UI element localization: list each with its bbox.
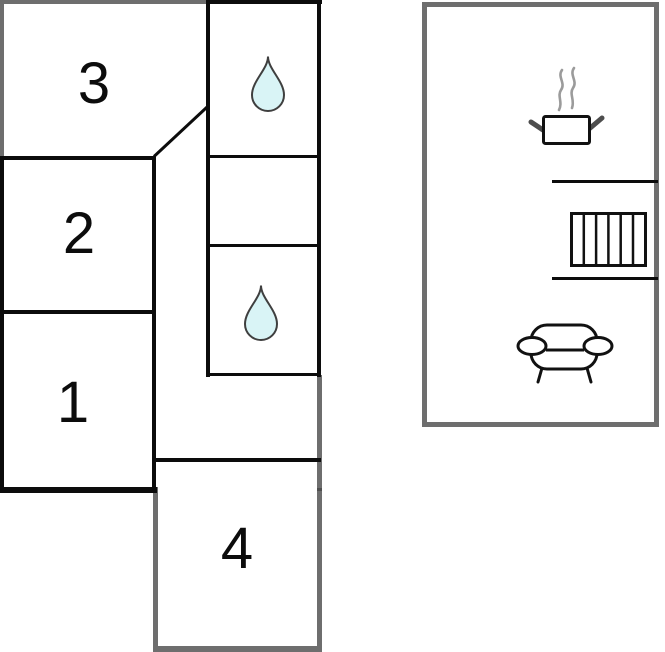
wall-bathcolumn-right [317,0,321,377]
cooking-pot-icon [528,66,605,145]
exterior-wall-top [0,0,211,4]
water-drop-icon [250,56,286,112]
wall-midroom-bottom [206,244,321,247]
wall-seam [317,488,322,491]
wall-bathroom-mid-bottom [206,373,321,376]
wall-partial-upper [552,180,658,183]
room-label-3: 3 [77,51,111,116]
wall-rooms12-right [152,156,156,493]
room-label-4: 4 [220,516,254,581]
wall-bathcolumn-top [206,0,322,4]
water-drop-icon [243,285,279,341]
exterior-wall-left [0,0,4,158]
room-label-2: 2 [62,201,96,266]
wall-room4-top [153,458,321,462]
steam-wave [570,66,576,110]
wall-bathroom-top-bottom [206,155,321,158]
sofa-icon [516,323,614,384]
exterior-wall-room4-bottom [153,646,322,652]
wall-room2-bottom [0,310,156,314]
exterior-wall-room4-left [153,487,158,652]
wall-diagonal [152,104,210,158]
exterior-wall-right-lower [317,375,322,652]
wall-room3-bottom [0,156,156,160]
wall-bathcolumn-left [206,0,210,377]
wall-partial-lower [552,277,658,280]
room-label-1: 1 [56,370,90,435]
radiator-icon [570,212,647,267]
wall-rooms12-left [0,156,4,493]
steam-wave [557,68,564,112]
wall-room1-bottom [0,487,157,493]
